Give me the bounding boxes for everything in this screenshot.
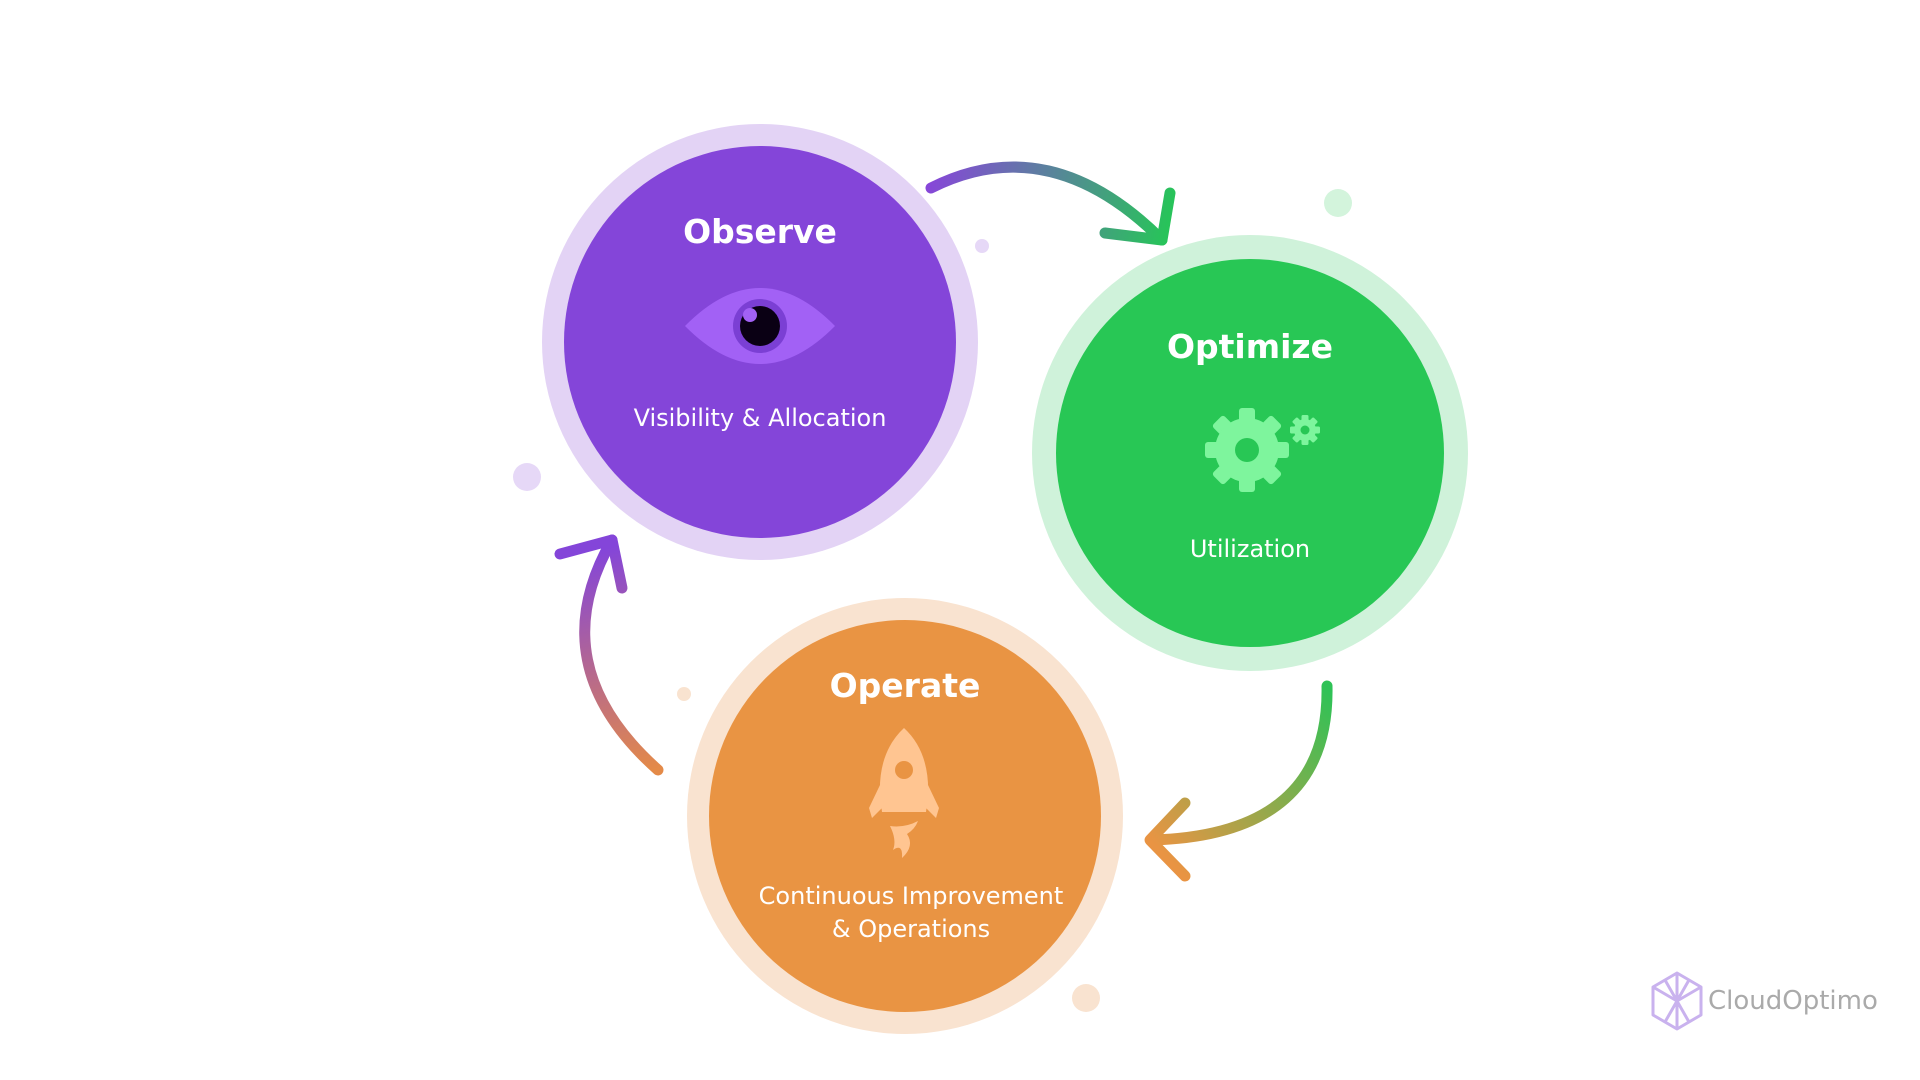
arrow-operate-to-observe xyxy=(554,534,664,776)
decor-dot xyxy=(1324,189,1352,217)
rocket-icon xyxy=(869,728,939,858)
operate-circle xyxy=(709,620,1101,1012)
arrow-observe-to-optimize xyxy=(925,161,1176,246)
operate-subtitle: Continuous Improvement & Operations xyxy=(758,882,1064,943)
decor-dot xyxy=(677,687,691,701)
stage-operate xyxy=(687,598,1123,1034)
observe-subtitle: Visibility & Allocation xyxy=(633,404,887,432)
decor-dot xyxy=(975,239,989,253)
operate-title: Operate xyxy=(829,666,981,705)
decor-dot xyxy=(513,463,541,491)
optimize-title: Optimize xyxy=(1166,327,1334,366)
brand-name: CloudOptimo xyxy=(1708,986,1878,1016)
stage-optimize xyxy=(1032,235,1468,671)
optimize-subtitle: Utilization xyxy=(1189,535,1311,563)
observe-title: Observe xyxy=(683,212,837,251)
arrow-optimize-to-operate xyxy=(1144,680,1333,882)
stage-observe xyxy=(542,124,978,560)
gears-icon xyxy=(1205,408,1320,492)
eye-icon xyxy=(685,288,835,364)
cube-logo-icon xyxy=(1651,971,1703,1031)
decor-dot xyxy=(1072,984,1100,1012)
brand-logo: CloudOptimo xyxy=(1650,968,1878,1034)
